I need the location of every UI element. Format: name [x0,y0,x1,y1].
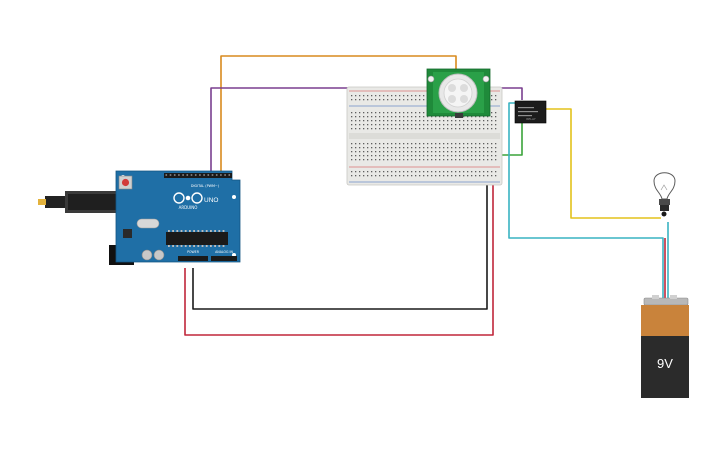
power-label: POWER [187,250,200,254]
wire-yellow[interactable] [545,108,661,219]
digital-header [164,173,232,178]
arduino-uno[interactable]: DIGITAL (PWM~) ARDUINO UNO POWER ANALOG … [38,170,241,265]
breadboard-holes [351,95,497,177]
crystal [136,218,160,229]
battery-cap [641,305,689,336]
pir-pot-left[interactable] [427,75,435,83]
wire-orange[interactable] [220,55,457,180]
relay[interactable]: RELAY [514,100,547,124]
wire-black[interactable] [192,182,488,310]
pir-sensor[interactable] [426,68,491,118]
atmega-chip [166,232,228,245]
digital-pins[interactable] [165,174,231,176]
chip-pins [168,230,225,247]
power-header [178,256,208,261]
wire-teal[interactable] [508,102,664,298]
battery-body [641,336,689,398]
capacitor-right [153,249,165,261]
model-label: UNO [204,197,218,204]
capacitor-left [141,249,153,261]
analog-label: ANALOG IN [215,250,233,254]
arduino-logo-text: ARDUINO [179,205,198,210]
battery-voltage-label: 9V [657,356,673,371]
digital-label: DIGITAL (PWM~) [191,184,220,188]
wire-red[interactable] [184,182,494,336]
arduino-board [115,170,241,263]
battery-terminals [643,297,689,306]
pir-pot-right[interactable] [482,75,490,83]
battery-9v[interactable]: 9V [641,295,689,398]
analog-header [211,256,237,261]
relay-label: RELAY [526,117,536,121]
light-bulb[interactable] [653,172,676,217]
